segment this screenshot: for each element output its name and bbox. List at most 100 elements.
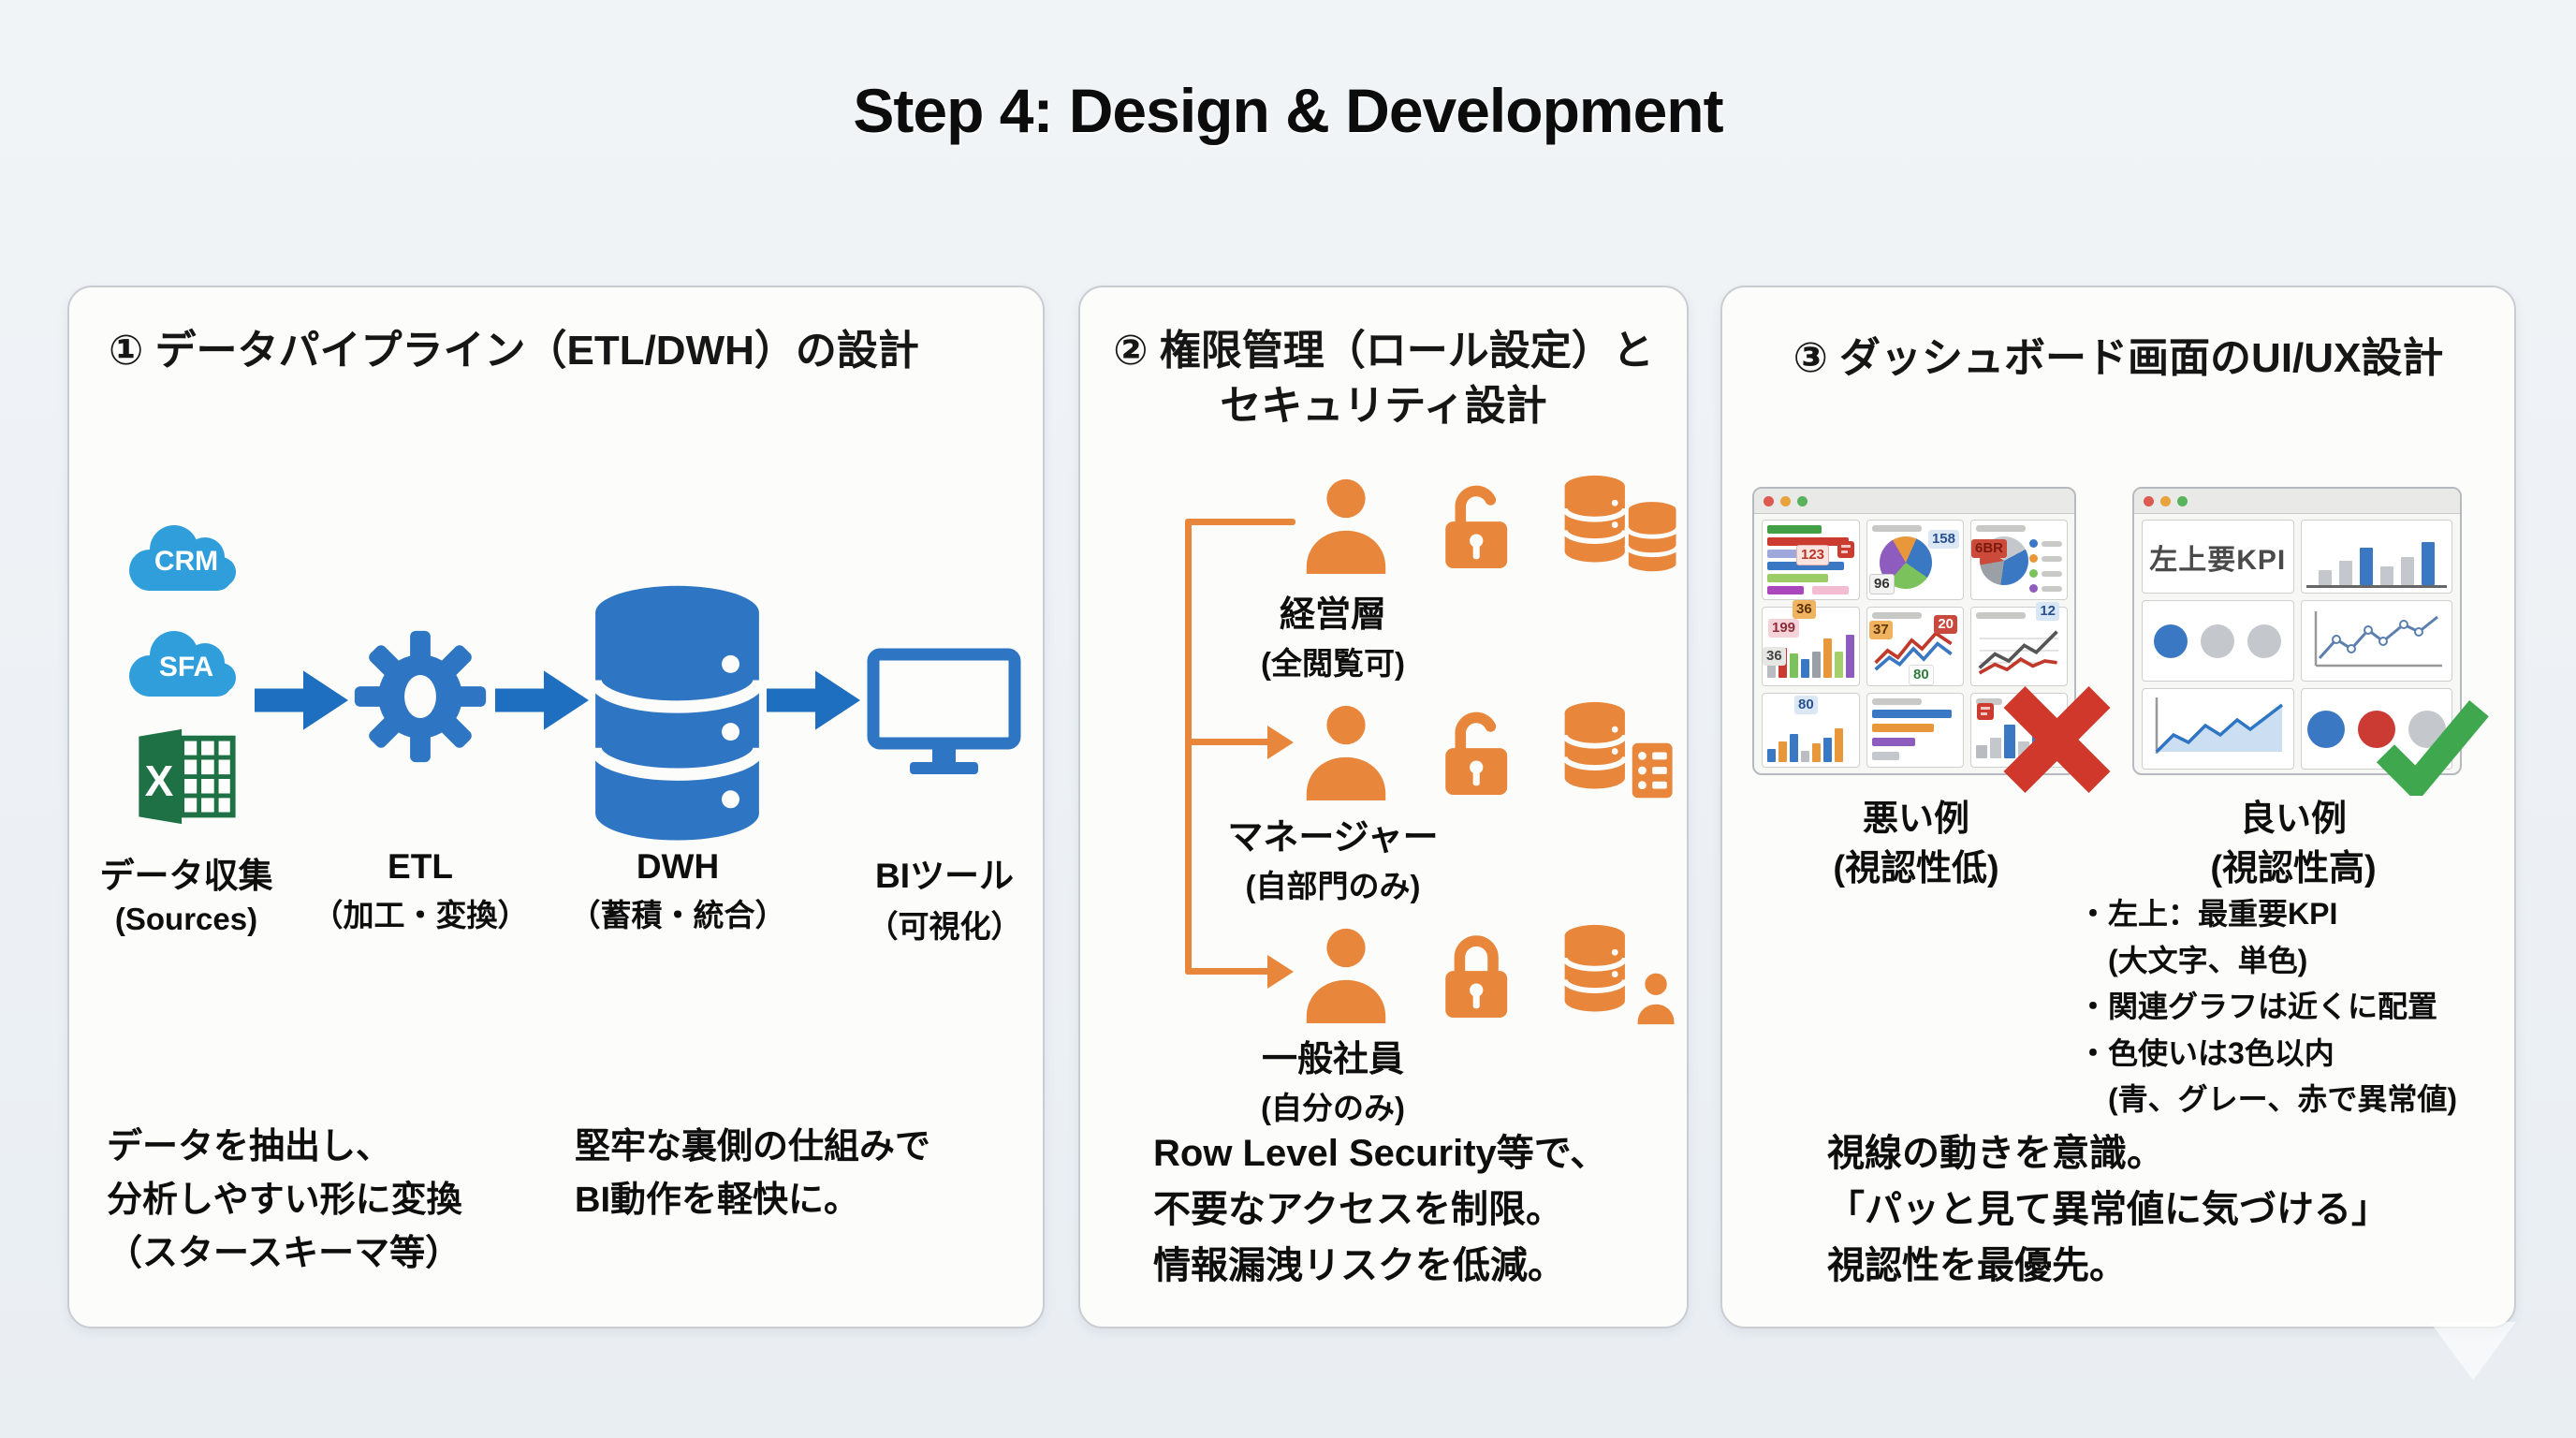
value-badge: 6BR xyxy=(1971,539,2008,559)
traffic-light-red-icon xyxy=(2144,495,2154,506)
tile-caption-bar xyxy=(1872,612,1923,619)
tile-caption-bar xyxy=(1976,612,2027,619)
role-branch-line xyxy=(1185,519,1295,525)
mini-hbar-chart-tile xyxy=(1866,693,1964,768)
mini-line-chart xyxy=(1978,630,2059,675)
data-sources-stack: CRM SFA X xyxy=(97,514,275,830)
good-dashboard-mockup: 左上要KPI xyxy=(2132,487,2462,775)
value-badge: 12 xyxy=(2036,602,2059,622)
mini-vbar-chart-tile xyxy=(2300,520,2452,594)
value-badge: 80 xyxy=(1794,696,1818,715)
traffic-light-green-icon xyxy=(2177,495,2188,506)
role-branch-line xyxy=(1185,739,1271,745)
mini-area-chart xyxy=(2155,697,2284,754)
kpi-tile: 左上要KPI xyxy=(2142,520,2294,594)
role-branch-arrow-icon xyxy=(1267,726,1294,759)
flow-arrow-icon xyxy=(767,670,860,730)
role-label-staff: 一般社員 (自分のみ) xyxy=(1261,1040,1405,1125)
uiux-note: 視線の動きを意識。 「パッと見て異常値に気づける」 視認性を最優先。 xyxy=(1827,1133,2389,1286)
green-check-icon xyxy=(2373,697,2490,803)
value-badge: 199 xyxy=(1768,619,1800,638)
mini-line-chart-tile: 37 20 80 xyxy=(1866,607,1964,686)
excel-x-label: X xyxy=(144,756,174,805)
sfa-cloud-icon: SFA xyxy=(116,620,256,709)
excel-icon: X xyxy=(131,726,242,830)
mini-line-chart-tile xyxy=(2300,600,2452,682)
sfa-label: SFA xyxy=(158,652,214,682)
crm-cloud-icon: CRM xyxy=(116,514,256,603)
tile-caption-bar xyxy=(1976,698,2002,705)
traffic-light-red-icon xyxy=(1764,495,1774,506)
status-circles xyxy=(2147,606,2289,676)
bad-example-label: 悪い例 (視認性低) xyxy=(1833,800,1999,889)
gear-icon xyxy=(350,626,490,771)
role-row-executives xyxy=(1295,470,1686,582)
good-example-label: 良い例 (視認性高) xyxy=(2210,800,2377,889)
value-badge: 158 xyxy=(1927,530,1959,550)
mini-hbar-chart xyxy=(1767,525,1854,594)
window-titlebar xyxy=(2134,489,2460,514)
mini-vbar-chart-tile: 80 xyxy=(1762,693,1860,768)
person-icon xyxy=(1306,928,1386,1024)
monitor-icon xyxy=(867,648,1021,784)
unlocked-padlock-icon xyxy=(1445,712,1508,795)
pipeline-note-left: データを抽出し、 分析しやすい形に変換 （スタースキーマ等） xyxy=(107,1127,462,1273)
traffic-light-yellow-icon xyxy=(1780,495,1791,506)
mini-pie-legend-tile: 6BR xyxy=(1970,520,2068,600)
mini-line-chart xyxy=(2314,611,2442,668)
panel2-title: ② 権限管理（ロール設定）と セキュリティ設計 xyxy=(1113,328,1654,430)
value-badge: 20 xyxy=(1934,615,1957,635)
value-badge: 37 xyxy=(1869,621,1893,640)
mini-line-chart-tile: 12 xyxy=(1970,602,2068,686)
panel1-title: ① データパイプライン（ETL/DWH）の設計 xyxy=(109,328,919,374)
tile-caption-bar xyxy=(1872,525,1923,532)
person-icon xyxy=(1306,705,1386,801)
tile-caption-bar xyxy=(1976,525,2027,532)
panel3-title: ③ ダッシュボード画面のUI/UX設計 xyxy=(1793,335,2444,381)
role-row-managers xyxy=(1295,697,1686,809)
value-badge: 123 xyxy=(1796,545,1830,566)
role-row-staff xyxy=(1295,919,1686,1032)
mini-pie-chart-tile: 158 96 xyxy=(1866,520,1964,600)
databases-icon xyxy=(1561,475,1680,575)
traffic-light-green-icon xyxy=(1797,495,1808,506)
stage-label-sources: データ収集 (Sources) xyxy=(99,857,273,936)
panel-security: ② 権限管理（ロール設定）と セキュリティ設計 xyxy=(1078,286,1689,1328)
value-badge: 96 xyxy=(1869,573,1895,594)
unlocked-padlock-icon xyxy=(1445,485,1508,568)
crm-label: CRM xyxy=(154,546,219,577)
database-icon xyxy=(586,582,768,854)
person-icon xyxy=(1306,478,1386,575)
role-branch-line xyxy=(1185,968,1271,975)
pipeline-note-right: 堅牢な裏側の仕組みで BI動作を軽快に。 xyxy=(575,1127,931,1220)
good-dashboard-grid: 左上要KPI xyxy=(2142,520,2452,770)
red-x-icon xyxy=(1994,679,2120,805)
page-title: Step 4: Design & Development xyxy=(853,76,1723,145)
alert-icon xyxy=(1837,541,1854,558)
stage-label-bi-tool: BIツール （可視化） xyxy=(867,857,1022,944)
database-user-icon xyxy=(1561,924,1678,1028)
value-badge: 36 xyxy=(1793,600,1816,620)
stage-label-dwh: DWH （蓄積・統合） xyxy=(569,847,786,932)
decor-chevron-down-icon xyxy=(2430,1322,2516,1380)
window-titlebar xyxy=(1754,489,2074,514)
mini-hbar-chart xyxy=(1872,710,1958,760)
uiux-bullet-list: ・左上：最重要KPI (大文字、単色) ・関連グラフは近くに配置 ・色使いは3色… xyxy=(2078,897,2457,1117)
panel-dashboard-uiux: ③ ダッシュボード画面のUI/UX設計 123 xyxy=(1720,286,2516,1328)
role-branch-arrow-icon xyxy=(1267,955,1294,989)
mini-vbar-chart xyxy=(1767,713,1854,762)
role-label-managers: マネージャー (自部門のみ) xyxy=(1227,818,1439,903)
tile-caption-bar xyxy=(1872,698,1923,705)
alert-icon xyxy=(1977,703,1994,720)
status-circles-tile xyxy=(2142,600,2294,682)
panel-data-pipeline: ① データパイプライン（ETL/DWH）の設計 CRM SFA xyxy=(67,286,1045,1328)
mini-vbar-chart xyxy=(2305,527,2447,588)
security-note: Row Level Security等で、 不要なアクセスを制限。 情報漏洩リス… xyxy=(1153,1133,1608,1286)
value-badge: 80 xyxy=(1909,664,1934,685)
bad-dashboard-grid: 123 158 96 6BR xyxy=(1762,520,2068,768)
mini-vbar-chart-tile: 36 199 36 xyxy=(1762,600,1860,686)
role-label-executives: 経営層 (全閲覧可) xyxy=(1261,595,1405,681)
mini-hbar-chart-tile: 123 xyxy=(1762,520,1860,600)
kpi-label: 左上要KPI xyxy=(2149,544,2287,576)
flow-arrow-icon xyxy=(495,670,589,730)
